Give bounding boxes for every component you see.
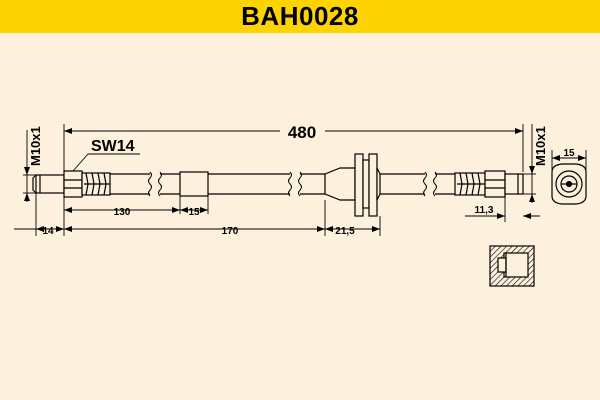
label-thread-right: M10x1 xyxy=(533,126,548,166)
dimension-lines xyxy=(14,124,587,236)
label-right-fitting-length: 11,3 xyxy=(475,205,494,216)
label-bracket-width: 21,5 xyxy=(335,226,355,237)
hose-sleeve xyxy=(179,171,209,197)
label-total-length: 480 xyxy=(288,123,316,142)
hose-body xyxy=(110,173,455,195)
break-marks xyxy=(148,171,437,197)
end-view xyxy=(551,163,587,205)
label-bracket-position: 170 xyxy=(222,226,239,237)
section-detail xyxy=(489,245,535,287)
label-thread-left: M10x1 xyxy=(28,126,43,166)
label-left-fitting-length: 14 xyxy=(42,226,54,237)
label-wrench-size: SW14 xyxy=(91,138,135,155)
part-number-title: BAH0028 xyxy=(241,1,359,31)
label-end-view-diameter: 15 xyxy=(563,148,575,159)
header-bar: BAH0028 xyxy=(0,0,600,33)
label-sleeve1-position: 130 xyxy=(114,207,131,218)
left-fitting xyxy=(32,170,111,198)
label-sleeve1-width: 15 xyxy=(188,207,200,218)
right-fitting xyxy=(454,170,524,198)
bracket-grommet xyxy=(324,153,381,217)
